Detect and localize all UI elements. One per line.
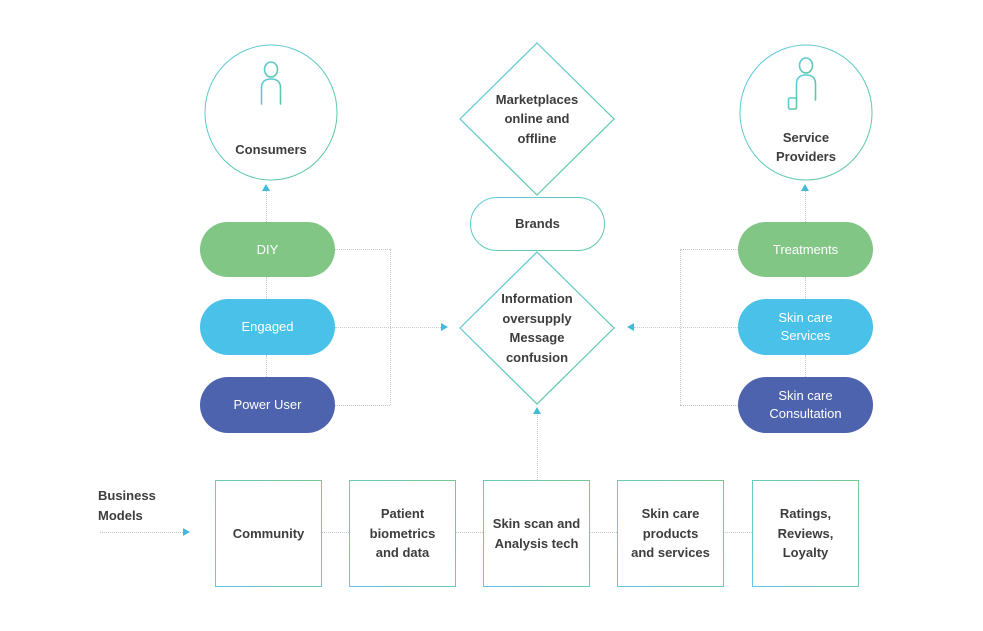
segment-engaged-label: Engaged (241, 319, 294, 335)
connector-services-diamond (634, 327, 738, 328)
connector-box4-box5 (722, 532, 752, 533)
connector-consultation-stub (680, 405, 738, 406)
box-ratings-reviews: Ratings, Reviews, Loyalty (752, 480, 859, 587)
business-models-caption: Business Models (98, 488, 156, 523)
segment-treatments-label: Treatments (772, 241, 839, 257)
brands-capsule-label: Brands (515, 216, 560, 232)
arrowhead-up-diamond (533, 407, 541, 414)
connector-businessmodels-community (100, 532, 183, 533)
connector-providers-treatments (805, 190, 806, 222)
box-skincare-products: Skin care products and services (617, 480, 724, 587)
segment-power-user-label: Power User (233, 397, 302, 413)
brands-capsule (470, 197, 605, 251)
information-diamond (459, 251, 615, 405)
connector-box2-box3 (453, 532, 483, 533)
arrowhead-up-consumers (262, 184, 270, 191)
segment-engaged: Engaged (200, 299, 335, 355)
connector-services-consultation (805, 355, 806, 377)
box-skin-scan: Skin scan and Analysis tech (483, 480, 590, 587)
box-community: Community (215, 480, 322, 587)
providers-label: Service Providers (776, 129, 836, 165)
segment-skincare-consultation-label: Skin care Consultation (769, 388, 842, 421)
arrowhead-left-diamond (627, 323, 634, 331)
marketplaces-diamond (459, 42, 615, 196)
segment-skincare-services-label: Skin care Services (778, 310, 833, 343)
arrowhead-right-diamond (441, 323, 448, 331)
connector-engaged-diamond (335, 327, 441, 328)
box-community-label: Community (232, 525, 305, 541)
consumers-circle (204, 44, 338, 181)
person-briefcase-icon (787, 57, 817, 127)
connector-box1-box2 (320, 532, 349, 533)
connector-consumers-diy (266, 190, 267, 222)
segment-diy: DIY (200, 222, 335, 277)
box-skin-scan-label: Skin scan and Analysis tech (492, 516, 581, 551)
connector-poweruser-stub (335, 405, 390, 406)
box-patient-biometrics-label: Patient biometrics and data (369, 506, 436, 561)
providers-circle (739, 44, 873, 181)
arrowhead-up-providers (801, 184, 809, 191)
segment-diy-label: DIY (256, 241, 279, 257)
information-diamond-label: Information oversupply Message confusion (501, 291, 573, 365)
segment-power-user: Power User (200, 377, 335, 433)
segment-treatments: Treatments (738, 222, 873, 277)
connector-treatments-stub (680, 249, 738, 250)
connector-treatments-services (805, 277, 806, 299)
consumers-label: Consumers (235, 142, 307, 158)
segment-skincare-services: Skin care Services (738, 299, 873, 355)
connector-diy-engaged (266, 277, 267, 299)
connector-box3-box4 (588, 532, 617, 533)
box-skincare-products-label: Skin care products and services (631, 506, 710, 561)
connector-diy-stub (335, 249, 390, 250)
box-patient-biometrics: Patient biometrics and data (349, 480, 456, 587)
segment-skincare-consultation: Skin care Consultation (738, 377, 873, 433)
marketplaces-diamond-label: Marketplaces online and offline (495, 91, 579, 146)
connector-engaged-poweruser (266, 355, 267, 377)
connector-skinscan-diamond (537, 412, 538, 480)
person-icon (260, 61, 282, 131)
arrowhead-right-community (183, 528, 190, 536)
box-ratings-reviews-label: Ratings, Reviews, Loyalty (777, 506, 834, 561)
